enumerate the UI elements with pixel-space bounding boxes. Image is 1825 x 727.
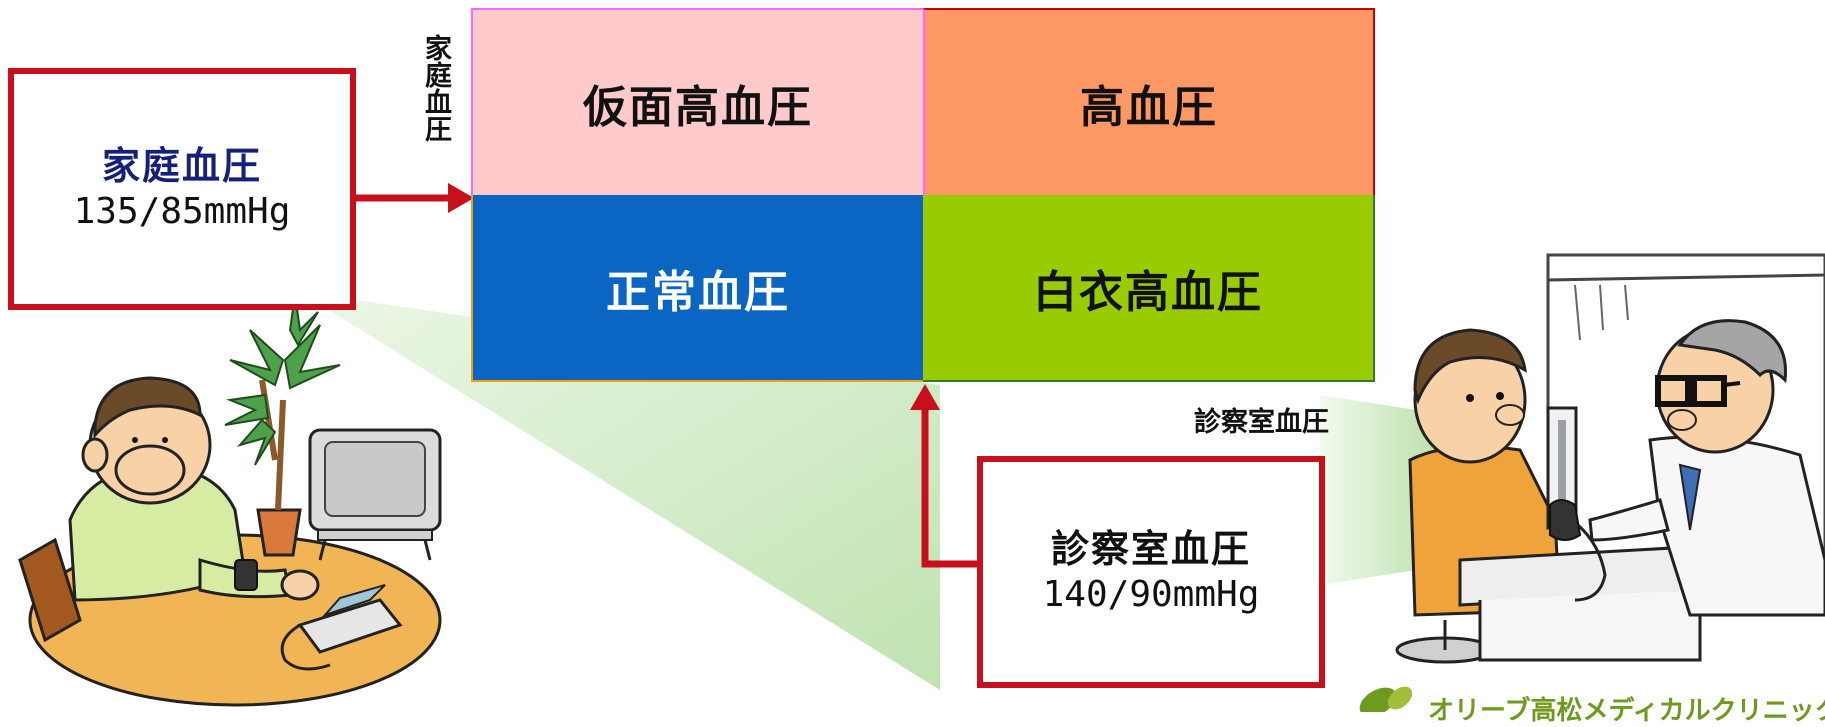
cell-masked-hypertension: 仮面高血圧	[471, 8, 923, 195]
vertical-axis-text: 家庭血圧	[420, 34, 451, 142]
office-measurement-illustration	[1395, 253, 1825, 664]
home-bp-value: 135/85mmHg	[73, 191, 291, 233]
clinic-logo-icon	[1359, 686, 1413, 712]
horizontal-axis-text: 診察室血圧	[1194, 407, 1329, 438]
office-threshold-arrow	[910, 384, 985, 568]
office-bp-title: 診察室血圧	[1050, 526, 1251, 571]
cell-hypertension: 高血圧	[923, 8, 1375, 195]
cell-normal-bp: 正常血圧	[471, 195, 923, 382]
background-illustrations	[18, 183, 1825, 712]
cell-white-coat-hypertension: 白衣高血圧	[923, 195, 1375, 382]
home-bp-threshold-box: 家庭血圧 135/85mmHg	[8, 68, 356, 310]
home-measurement-illustration	[18, 294, 442, 707]
light-beam-left	[300, 292, 940, 690]
home-threshold-arrow	[355, 183, 474, 213]
horizontal-axis-label: 診察室血圧	[1194, 400, 1329, 439]
cell-label: 高血圧	[1080, 81, 1218, 133]
office-bp-value: 140/90mmHg	[1042, 574, 1260, 616]
cell-label: 正常血圧	[606, 266, 790, 318]
cell-label: 白衣高血圧	[1033, 266, 1263, 318]
cell-label: 仮面高血圧	[583, 81, 813, 133]
vertical-axis-label: 家庭血圧	[419, 34, 451, 150]
office-bp-threshold-box: 診察室血圧 140/90mmHg	[977, 456, 1325, 688]
clinic-logo-text: オリーブ高松メディカルクリニック	[1428, 696, 1825, 726]
home-bp-title: 家庭血圧	[101, 143, 262, 188]
